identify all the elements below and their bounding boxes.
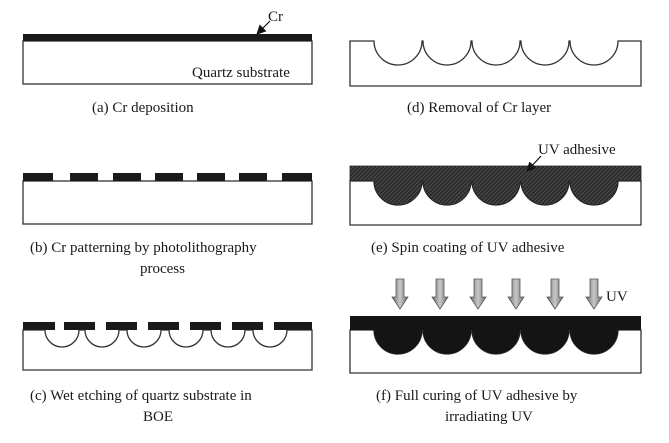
cr-block <box>197 173 225 181</box>
cr-label: Cr <box>268 9 283 25</box>
cr-block <box>148 322 179 330</box>
caption-e: (e) Spin coating of UV adhesive <box>371 240 565 256</box>
cr-block <box>232 322 263 330</box>
adhesive-pointer-arrow <box>526 155 542 172</box>
etched-quartz-substrate-c <box>22 329 313 371</box>
uv-adhesive-layer-e <box>349 165 642 206</box>
caption-c-line2: BOE <box>143 409 173 425</box>
uv-arrow-icon <box>469 278 487 310</box>
uv-arrow-icon <box>546 278 564 310</box>
cr-block <box>155 173 183 181</box>
uv-arrow-icon <box>391 278 409 310</box>
cr-pattern-blocks-b <box>23 173 312 181</box>
cr-block <box>274 322 312 330</box>
caption-d: (d) Removal of Cr layer <box>407 100 551 116</box>
caption-b-line1: (b) Cr patterning by photolithography <box>30 240 257 256</box>
lens-mold-substrate-d <box>349 40 642 87</box>
cr-block <box>23 322 55 330</box>
cr-block <box>113 173 141 181</box>
caption-c-line1: (c) Wet etching of quartz substrate in <box>30 388 252 404</box>
caption-b-line2: process <box>140 261 185 277</box>
cr-block <box>282 173 312 181</box>
cr-block <box>64 322 95 330</box>
panel-f: UV (f) Full curing of UV adhesive by irr… <box>349 278 642 425</box>
cr-pattern-blocks-c <box>23 322 312 330</box>
cr-block <box>239 173 267 181</box>
cr-block <box>106 322 137 330</box>
cr-pointer-arrow <box>256 20 271 35</box>
cured-uv-adhesive-f <box>350 316 641 354</box>
panel-a: Cr Quartz substrate (a) Cr deposition <box>22 9 313 116</box>
cr-block <box>70 173 98 181</box>
panel-d: (d) Removal of Cr layer <box>349 40 642 116</box>
cr-block <box>23 173 53 181</box>
uv-arrow-icon <box>507 278 525 310</box>
uv-arrow-icon <box>585 278 603 310</box>
caption-f-line1: (f) Full curing of UV adhesive by <box>376 388 578 404</box>
caption-f-line2: irradiating UV <box>445 409 533 425</box>
caption-a: (a) Cr deposition <box>92 100 194 116</box>
quartz-substrate-b <box>22 180 313 225</box>
uv-irradiation-arrows <box>391 278 603 310</box>
substrate-label: Quartz substrate <box>192 65 290 81</box>
quartz-substrate-a <box>22 40 313 85</box>
panel-b: (b) Cr patterning by photolithography pr… <box>22 173 313 277</box>
cr-block <box>190 322 221 330</box>
uv-label: UV <box>606 289 628 305</box>
uv-adhesive-label: UV adhesive <box>538 142 616 158</box>
cr-layer-a <box>23 34 312 41</box>
uv-arrow-icon <box>431 278 449 310</box>
panel-e: UV adhesive (e) Spin coating of UV adhes… <box>349 142 642 256</box>
panel-c: (c) Wet etching of quartz substrate in B… <box>22 322 313 425</box>
